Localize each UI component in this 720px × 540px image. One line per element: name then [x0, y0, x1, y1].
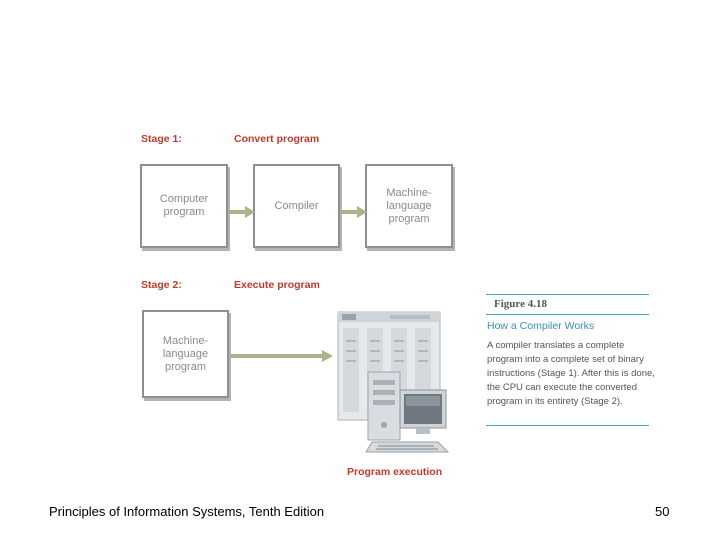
stage-1-label: Stage 1: [141, 133, 182, 145]
stage-2-label: Stage 2: [141, 279, 182, 291]
machine-language-program-box-stage1: Machine- language program [365, 164, 453, 248]
figure-bottom-rule [486, 425, 649, 426]
program-execution-label: Program execution [347, 466, 443, 478]
compiler-box: Compiler [253, 164, 340, 248]
compiler-label: Compiler [274, 199, 319, 212]
computer-system-illustration [337, 311, 450, 453]
stage-1-title: Convert program [234, 133, 320, 145]
footer-book-title: Principles of Information Systems, Tenth… [49, 504, 325, 519]
figure-title: Figure 4.18 [494, 298, 547, 310]
computer-program-label: Computer program [159, 193, 209, 218]
page-number: 50 [655, 504, 670, 519]
arrow-to-compiler [229, 206, 255, 218]
figure-subtitle: How a Compiler Works [487, 320, 595, 332]
arrow-to-machine-language [341, 206, 367, 218]
stage-2-title: Execute program [234, 279, 320, 291]
machine-language-program-label-stage1: Machine- language program [386, 186, 432, 225]
figure-title-rule [486, 314, 649, 315]
figure-caption: A compiler translates a complete program… [487, 340, 655, 407]
figure-top-rule [486, 294, 649, 295]
machine-language-program-label-stage2: Machine- language program [162, 334, 209, 373]
arrow-to-computer [230, 350, 333, 362]
computer-program-box: Computer program [140, 164, 228, 248]
machine-language-program-box-stage2: Machine- language program [142, 310, 229, 398]
